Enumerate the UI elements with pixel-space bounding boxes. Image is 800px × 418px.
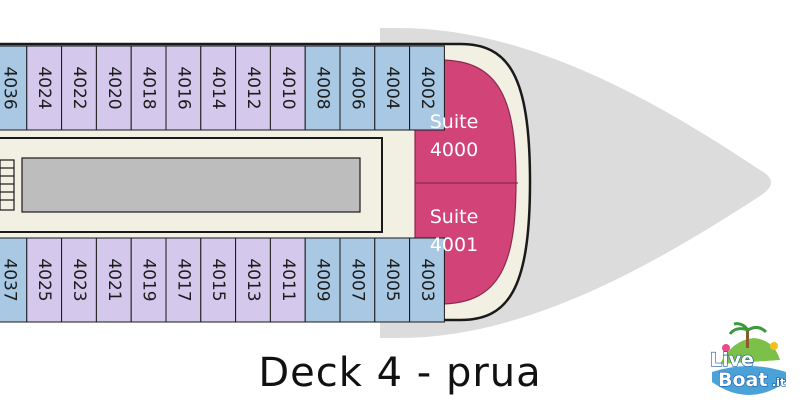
cabin-4013 bbox=[235, 237, 271, 323]
cabin-4022 bbox=[61, 45, 97, 131]
cabin-4007 bbox=[339, 237, 376, 323]
cabin-label-4006: 4006 bbox=[347, 66, 367, 109]
cabin-4019 bbox=[130, 237, 167, 323]
cabin-label-4012: 4012 bbox=[243, 66, 263, 109]
cabin-label-4008: 4008 bbox=[313, 66, 333, 109]
cabin-label-4020: 4020 bbox=[104, 66, 124, 109]
cabin-label-4036: 4036 bbox=[0, 66, 19, 109]
cabin-label-4021: 4021 bbox=[104, 258, 124, 301]
cabin-label-4010: 4010 bbox=[278, 66, 298, 109]
cabin-4036 bbox=[0, 45, 28, 131]
cabin-4002 bbox=[409, 45, 445, 131]
cabin-4004 bbox=[374, 45, 411, 131]
central-casing bbox=[0, 137, 383, 233]
cabin-4020 bbox=[95, 45, 132, 131]
cabin-label-4003: 4003 bbox=[417, 258, 437, 301]
cabin-label-4017: 4017 bbox=[173, 258, 193, 301]
suite-4000-label-line1: Suite bbox=[430, 111, 479, 133]
cabin-4023 bbox=[61, 237, 97, 323]
suite-4000-label-line2: 4000 bbox=[430, 139, 478, 161]
cabin-label-4025: 4025 bbox=[34, 258, 54, 301]
deck-title: Deck 4 - prua bbox=[258, 350, 542, 396]
cabin-4017 bbox=[165, 237, 202, 323]
cabin-label-4004: 4004 bbox=[382, 66, 402, 109]
cabin-4011 bbox=[269, 237, 306, 323]
cabin-label-4005: 4005 bbox=[382, 258, 402, 301]
cabin-label-4013: 4013 bbox=[243, 258, 263, 301]
logo-word-live: Live bbox=[710, 349, 754, 371]
cabin-label-4015: 4015 bbox=[208, 258, 228, 301]
cabin-label-4011: 4011 bbox=[278, 258, 298, 301]
cabin-row-port: 4037 4025 4023 4021 4019 4017 4015 4013 4011 4009… bbox=[0, 237, 445, 323]
cabin-4025 bbox=[26, 237, 63, 323]
central-service-area bbox=[21, 157, 361, 213]
logo-word-boat: Boat bbox=[718, 369, 767, 391]
cabin-label-4022: 4022 bbox=[69, 66, 89, 109]
cabin-4005 bbox=[374, 237, 411, 323]
cabin-label-4019: 4019 bbox=[139, 258, 159, 301]
cabin-label-4009: 4009 bbox=[313, 258, 333, 301]
cabin-label-4014: 4014 bbox=[208, 66, 228, 109]
cabin-label-4018: 4018 bbox=[139, 66, 159, 109]
cabin-4021 bbox=[95, 237, 132, 323]
cabin-label-4023: 4023 bbox=[69, 258, 89, 301]
stairs-icon bbox=[0, 159, 15, 211]
cabin-4015 bbox=[200, 237, 237, 323]
cabin-label-4037: 4037 bbox=[0, 258, 19, 301]
cabin-label-4007: 4007 bbox=[347, 258, 367, 301]
suite-4001-label-line1: Suite bbox=[430, 206, 479, 228]
cabin-4016 bbox=[165, 45, 202, 131]
cabin-label-4002: 4002 bbox=[417, 66, 437, 109]
liveboat-logo: Live Boat .it bbox=[707, 322, 791, 409]
suite-4001-label-line2: 4001 bbox=[430, 234, 478, 256]
cabin-4012 bbox=[235, 45, 271, 131]
cabin-4008 bbox=[304, 45, 341, 131]
logo-suffix: .it bbox=[772, 376, 785, 389]
cabin-label-4016: 4016 bbox=[173, 66, 193, 109]
cabin-row-starboard: 4036 4024 4022 4020 4018 4016 4014 4012 4010 4008… bbox=[0, 45, 445, 131]
cabin-4006 bbox=[339, 45, 376, 131]
cabin-4010 bbox=[269, 45, 306, 131]
cabin-4014 bbox=[200, 45, 237, 131]
cabin-label-4024: 4024 bbox=[34, 66, 54, 109]
cabin-4018 bbox=[130, 45, 167, 131]
cabin-4003 bbox=[409, 237, 445, 323]
